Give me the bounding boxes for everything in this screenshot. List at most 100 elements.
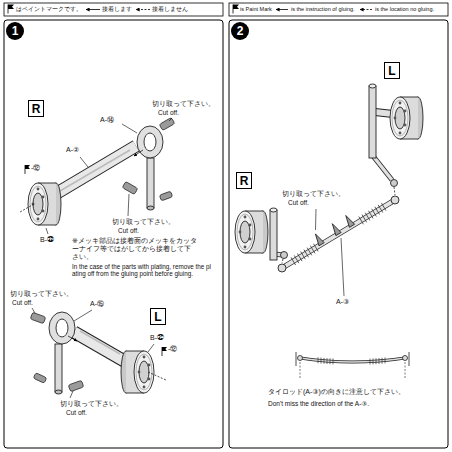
coil-winding	[324, 358, 325, 364]
legend-arrow	[276, 9, 288, 10]
brake-drum	[404, 110, 407, 113]
leader-line	[315, 209, 317, 230]
side-letter: R	[240, 175, 249, 187]
tie-rod	[278, 264, 286, 272]
legend-arrow	[86, 9, 100, 10]
coil-winding	[318, 357, 385, 364]
knuckle-part	[49, 312, 75, 394]
coil-winding	[318, 357, 319, 363]
step-panel	[4, 20, 223, 448]
paint-mark-symbol	[25, 165, 30, 174]
brake-drum	[134, 351, 154, 393]
leader-line	[46, 118, 172, 234]
cut-instruction: 切り取って下さい。	[282, 190, 345, 197]
brake-drum	[235, 211, 268, 253]
brake-drum	[139, 361, 149, 383]
knuckle-part	[147, 158, 154, 208]
step-panel	[4, 20, 448, 448]
coil-winding	[382, 358, 383, 364]
header-frame	[229, 3, 448, 16]
knuckle-part	[55, 344, 62, 392]
glue-line	[282, 187, 395, 263]
knuckle-part	[373, 156, 392, 180]
brake-drum	[148, 364, 151, 367]
glue-line	[394, 187, 395, 195]
part-number: A-⑮	[90, 300, 104, 308]
coil-winding	[379, 358, 380, 364]
leader-line	[70, 391, 73, 398]
coil-winding	[378, 205, 383, 213]
coil-winding	[291, 203, 386, 265]
axle-shaft	[60, 150, 130, 191]
coil-winding	[291, 257, 296, 265]
header-frame	[4, 3, 448, 16]
brake-drum	[37, 218, 40, 221]
header-text: is the instruction of gluing.	[291, 6, 355, 12]
knuckle-part	[270, 208, 277, 212]
brake-drum	[42, 210, 45, 213]
header-text: 接着しません	[152, 6, 188, 13]
tie-rod	[282, 200, 395, 268]
brake-drum	[237, 214, 253, 250]
brake-drum	[390, 97, 410, 139]
knuckle-part	[369, 86, 376, 158]
cut-off-nub	[346, 216, 355, 228]
coil-winding	[301, 252, 306, 260]
knuckle-part	[144, 133, 156, 151]
coil-winding	[333, 358, 334, 364]
coil-winding	[294, 255, 299, 263]
note-text: Don't miss the direction of the A-③.	[268, 400, 369, 407]
brake-drum	[33, 193, 43, 215]
knuckle-part	[55, 390, 62, 394]
leader-line	[122, 124, 137, 133]
leader-line	[32, 308, 154, 398]
knuckle-part	[281, 252, 288, 259]
paint-callout: -⑫	[168, 345, 177, 353]
cut-off-nub	[30, 312, 84, 391]
brake-drum	[394, 117, 397, 120]
brake-drum	[390, 97, 423, 139]
brake-drum	[239, 231, 242, 234]
tie-rod-direction	[300, 362, 405, 378]
coil-winding	[327, 358, 328, 364]
legend-arrow	[136, 9, 150, 10]
glue-line	[282, 259, 283, 263]
coil-winding	[373, 358, 374, 364]
tie-rod-direction	[298, 356, 303, 361]
brake-drum	[244, 216, 247, 219]
coil-winding	[307, 248, 312, 256]
brake-drum	[394, 102, 407, 135]
cut-off-nub	[122, 181, 138, 194]
step-number: 1	[6, 22, 24, 40]
knuckle-part	[373, 156, 392, 180]
coil-winding	[304, 250, 309, 258]
note-text: タイロッド(A-③)の向きに注意して下さい。	[268, 388, 405, 396]
cut-off-nub	[159, 117, 175, 130]
tie-rod-direction	[300, 358, 405, 362]
header-text: is the location no gluing.	[375, 6, 434, 12]
paint-mark-symbol	[233, 5, 239, 9]
leader-line	[128, 194, 129, 216]
brake-drum	[121, 351, 154, 393]
tie-rod	[278, 196, 399, 272]
step-number-text: 2	[237, 25, 244, 37]
cut-instruction: Cut off.	[118, 227, 139, 234]
brake-drum	[244, 246, 247, 249]
leader-line	[169, 118, 172, 121]
cut-instruction: Cut off.	[12, 299, 33, 306]
leader-line	[74, 310, 92, 321]
cut-off-nub	[122, 117, 175, 200]
glue-line	[134, 150, 143, 156]
brake-drum	[240, 221, 250, 243]
coil-winding	[385, 357, 386, 363]
brake-drum	[249, 224, 252, 227]
cut-instruction: Cut off.	[288, 199, 309, 206]
cut-off-nub	[315, 216, 354, 246]
cut-instruction: 切り取って下さい。	[112, 218, 175, 225]
side-box: R	[28, 100, 44, 117]
axle-shaft	[80, 331, 120, 354]
brake-drum	[395, 107, 405, 129]
leader-line	[341, 238, 344, 296]
tie-rod-direction	[300, 358, 405, 362]
coil-winding	[381, 203, 386, 211]
